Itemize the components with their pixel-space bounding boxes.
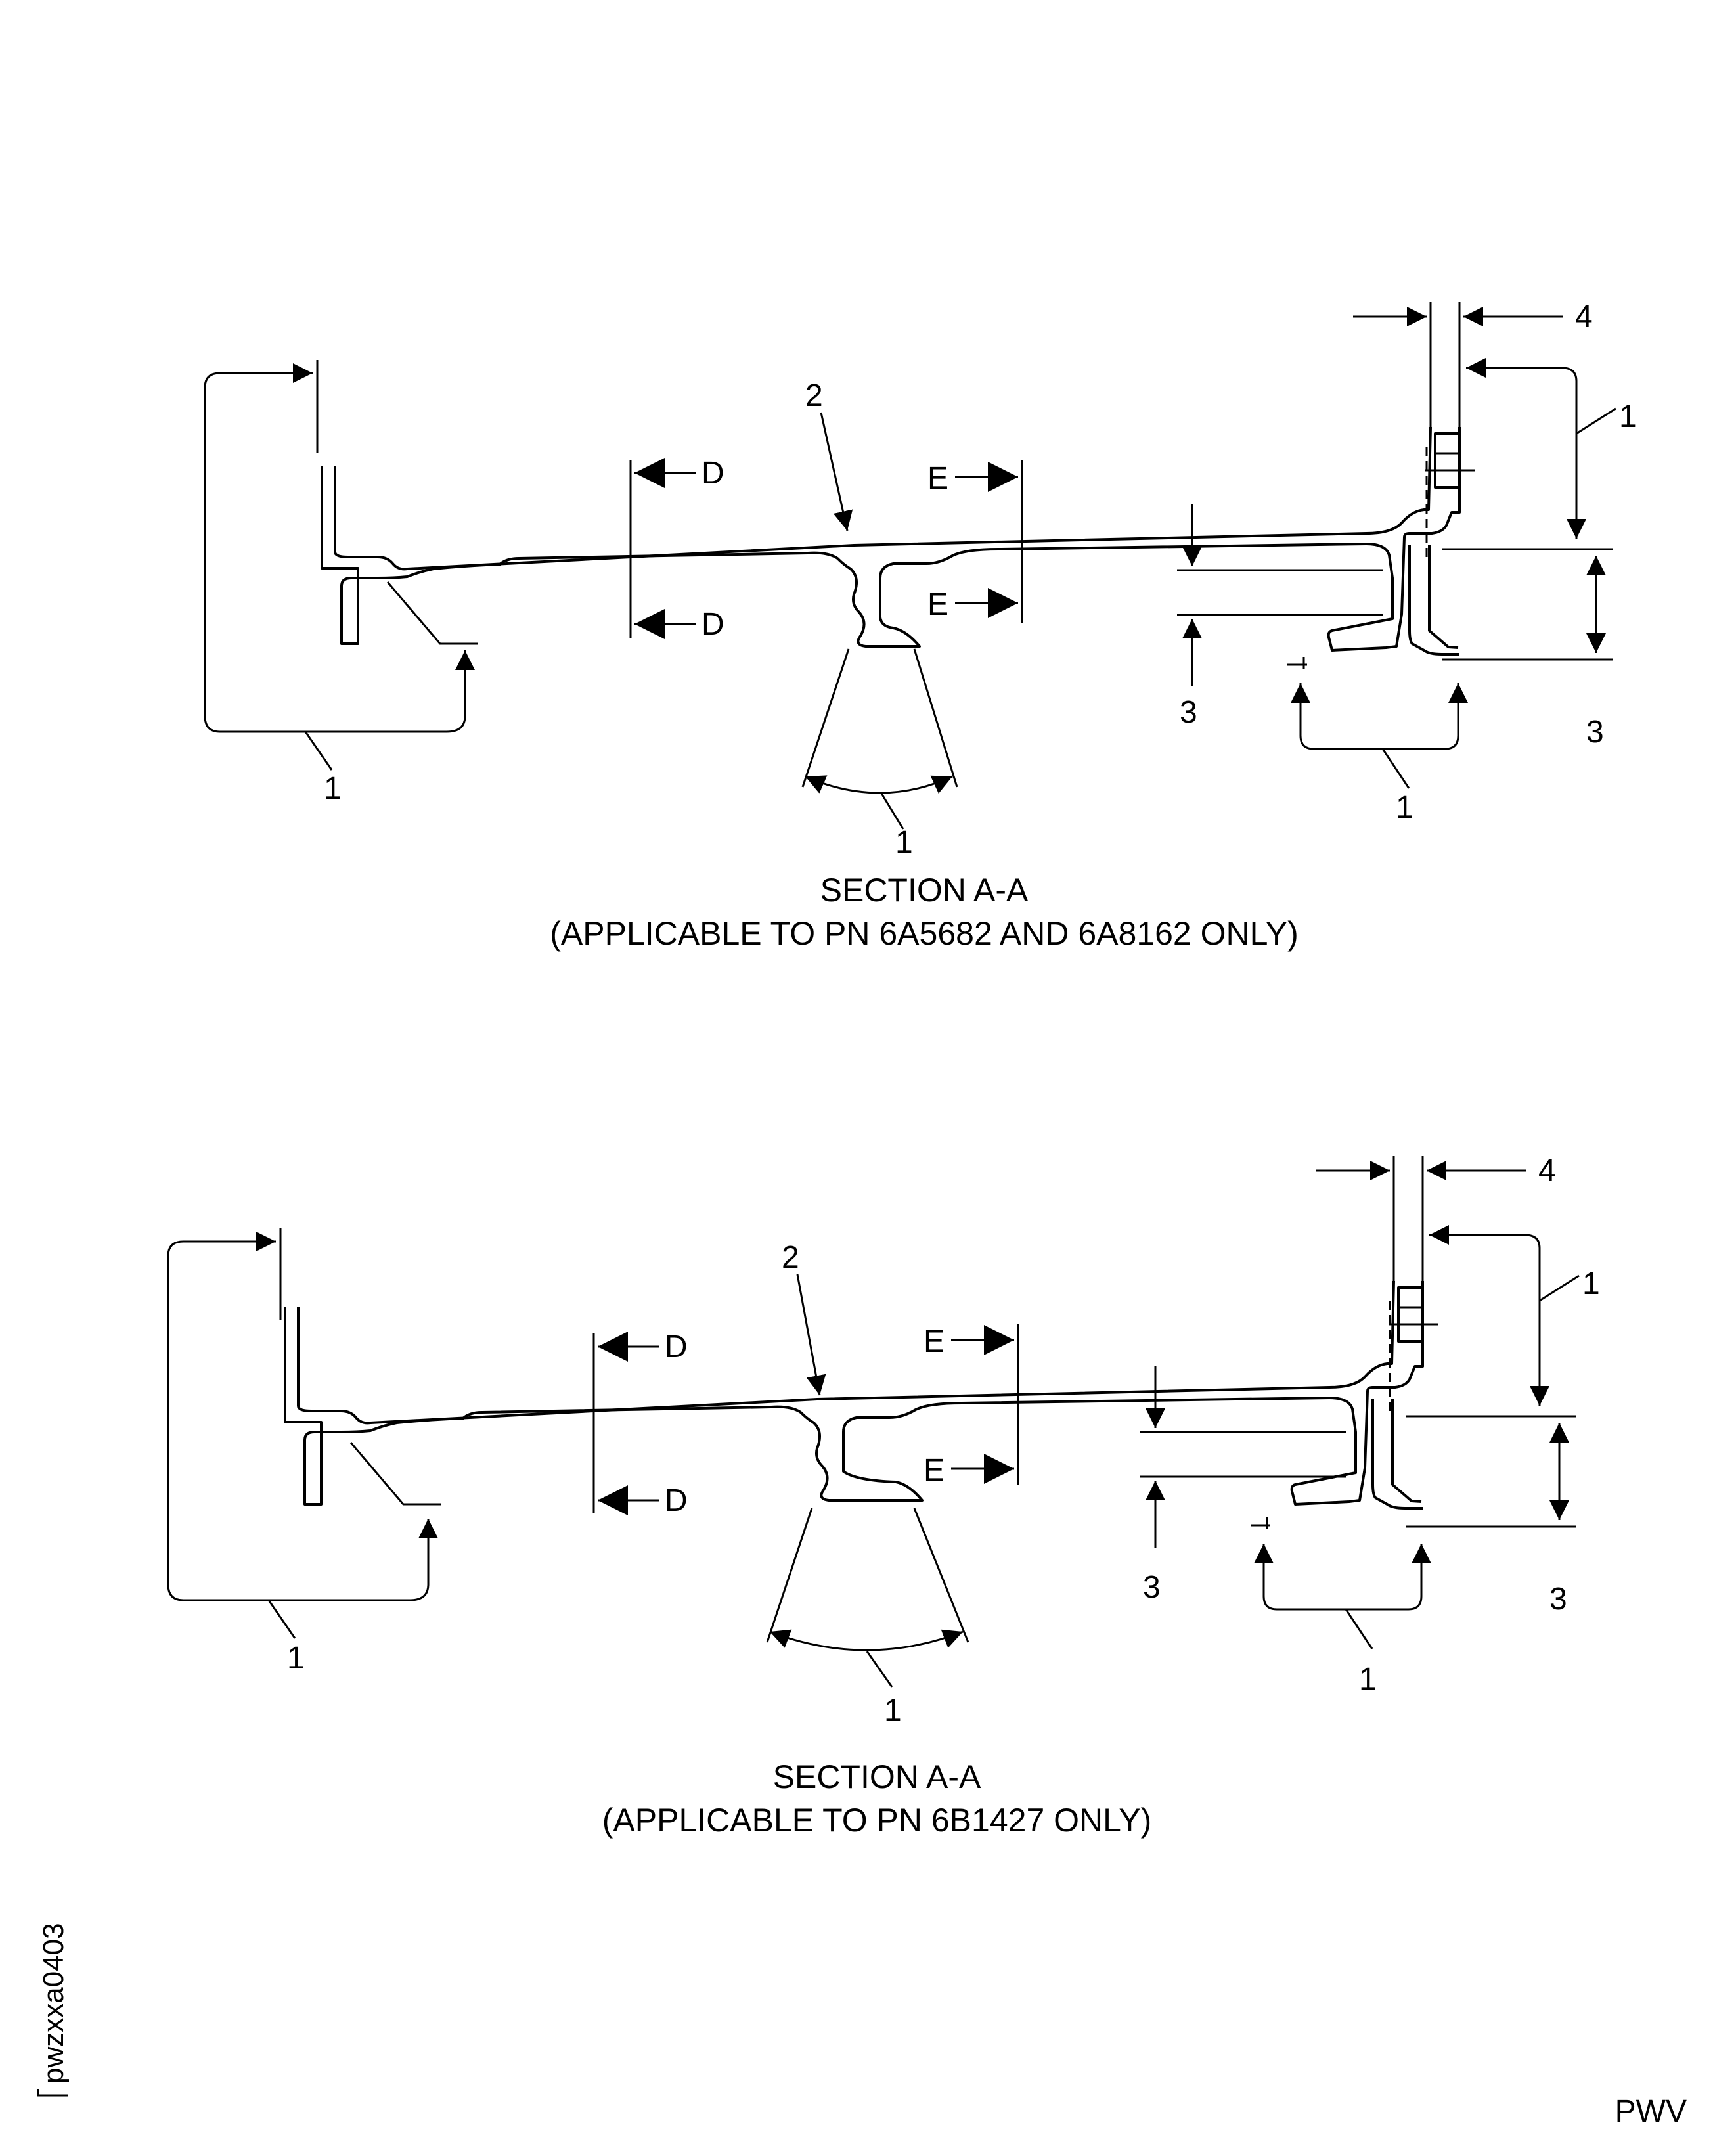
callout-4: 4 (1575, 300, 1593, 334)
callout-2-leader: 2 (805, 378, 853, 531)
seal-profile (321, 426, 1475, 656)
callout-1-left: 1 (287, 1641, 305, 1676)
callout-3-slot: 3 (1143, 1570, 1161, 1605)
callout-2: 2 (805, 378, 823, 413)
dimension-1-hook: 1 (1251, 1517, 1431, 1697)
view-e-label-bottom: E (924, 1453, 945, 1488)
view-d-label-bottom: D (701, 607, 724, 642)
dimension-1-upper-right: 1 (1429, 1225, 1600, 1406)
dimension-1-left: 1 (204, 360, 478, 806)
section-view-1: 4 1 3 3 1 (204, 300, 1637, 952)
section-note-2: (APPLICABLE TO PN 6B1427 ONLY) (602, 1802, 1152, 1839)
callout-3-slot: 3 (1180, 695, 1197, 730)
seal-profile (284, 1280, 1438, 1510)
view-e-label-top: E (924, 1324, 945, 1359)
dimension-3-slot: 3 (1140, 1366, 1346, 1605)
dimension-3-step: 3 (1442, 548, 1613, 750)
section-view-2: 4 1 3 3 1 1 (167, 1153, 1600, 1839)
dimension-1-angle: 1 (766, 1508, 969, 1728)
dimension-1-angle: 1 (801, 648, 958, 860)
view-e-label-top: E (927, 461, 948, 496)
callout-1-angle: 1 (895, 825, 913, 860)
callout-1-left: 1 (324, 771, 342, 806)
view-d-label-top: D (701, 456, 724, 491)
figure-id-block: pwzxxa0403 (37, 1923, 70, 2097)
callout-1-angle: 1 (884, 1693, 902, 1728)
dimension-4: 4 (1316, 1153, 1556, 1288)
footer-code: PWV (1615, 2094, 1687, 2129)
callout-2: 2 (782, 1240, 799, 1275)
view-d-cut-line: D D (592, 1330, 688, 1518)
callout-2-leader: 2 (782, 1240, 826, 1396)
callout-1-upper-right: 1 (1582, 1266, 1600, 1301)
callout-1-hook: 1 (1396, 790, 1413, 825)
callout-3-step: 3 (1586, 715, 1604, 750)
view-d-label-bottom: D (665, 1483, 688, 1518)
view-d-cut-line: D D (629, 456, 724, 642)
view-e-cut-line: E E (924, 1324, 1019, 1488)
view-d-label-top: D (665, 1330, 688, 1364)
dimension-1-upper-right: 1 (1466, 358, 1637, 539)
section-note-1: (APPLICABLE TO PN 6A5682 AND 6A8162 ONLY… (550, 915, 1298, 952)
callout-1-hook: 1 (1359, 1662, 1377, 1697)
figure-id: pwzxxa0403 (37, 1923, 70, 2084)
view-e-label-bottom: E (927, 587, 948, 622)
callout-4: 4 (1538, 1153, 1556, 1188)
callout-1-upper-right: 1 (1619, 399, 1637, 434)
section-title-1: SECTION A-A (820, 872, 1029, 908)
dimension-3-step: 3 (1406, 1415, 1576, 1617)
callout-3-step: 3 (1549, 1582, 1567, 1617)
dimension-1-hook: 1 (1287, 657, 1468, 825)
dimension-3-slot: 3 (1177, 504, 1383, 730)
dimension-4: 4 (1353, 300, 1593, 434)
dimension-1-left: 1 (167, 1228, 441, 1676)
section-title-2: SECTION A-A (773, 1758, 981, 1795)
view-e-cut-line: E E (927, 460, 1023, 623)
